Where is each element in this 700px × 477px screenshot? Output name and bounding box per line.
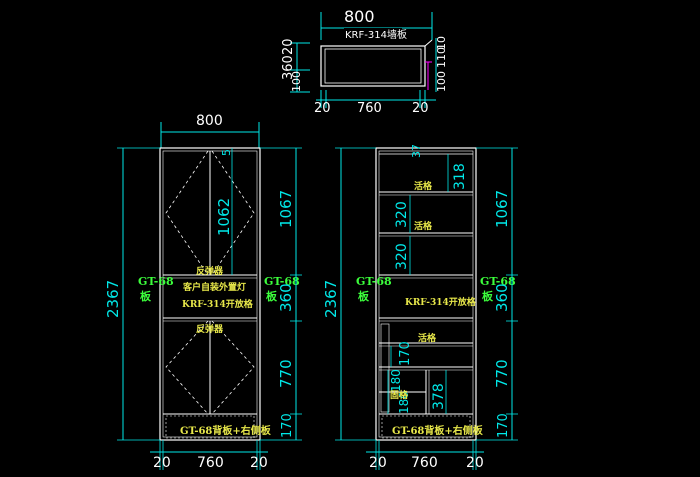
right-side-label: GT-68 xyxy=(264,275,300,288)
right-shelf-label2: 活格 xyxy=(414,220,433,232)
left-lower-label: 反弹器 xyxy=(196,323,224,335)
top-view-depth-left-sub: 20 xyxy=(281,38,296,55)
right-base-panel xyxy=(381,415,471,439)
left-base-label: GT-68背板+右侧板 xyxy=(180,424,272,437)
right-lower1: 170 xyxy=(398,341,413,366)
right-side-rail xyxy=(380,323,390,413)
top-view-depth-right-top: 10 xyxy=(435,36,448,50)
top-view-depth-left: 360 xyxy=(281,55,296,80)
right-elev-side-left2: 板 xyxy=(358,289,370,303)
right-elev-side-left: GT-68 xyxy=(356,275,392,288)
right-lower-shelf-label: 活格 xyxy=(418,332,437,344)
top-view-bottom-left: 20 xyxy=(314,101,331,116)
right-mid-label: KRF-314开放格 xyxy=(405,296,477,308)
left-inner-upper: 1062 xyxy=(215,198,233,236)
left-bottom-right: 20 xyxy=(250,455,268,471)
top-view-width-label: 800 xyxy=(344,7,375,26)
right-shelf2: 320 xyxy=(394,201,410,228)
right-lower3: 180 xyxy=(397,391,411,414)
right-cabinet-inner xyxy=(378,150,474,438)
right-seg-upper: 1067 xyxy=(493,190,511,228)
right-top-small: 37 xyxy=(410,144,423,158)
right-elev-side-right2: 板 xyxy=(482,289,494,303)
left-base-panel xyxy=(165,415,255,439)
right-lower2: 180 xyxy=(389,369,403,392)
right-side-label2: 板 xyxy=(266,289,278,303)
left-elevation: 800 1062 5 反弹器 客户自装外置灯 KRF-314开放格 反弹器 GT… xyxy=(104,113,302,471)
top-view-depth-right-mid: 110 xyxy=(435,47,448,68)
left-seg-mid: 360 xyxy=(277,283,295,312)
left-mid-label3: KRF-314开放格 xyxy=(182,298,254,310)
right-seg-mid: 360 xyxy=(493,283,511,312)
left-seg-base: 170 xyxy=(280,413,295,438)
left-door-swing xyxy=(165,320,209,415)
right-elevation: 37 318 320 320 170 180 180 378 活格 活格 KRF… xyxy=(322,144,518,471)
left-side-label: GT-68 xyxy=(138,275,174,288)
left-seg-lower: 770 xyxy=(277,359,295,388)
top-view-outline xyxy=(320,45,426,87)
left-seg-upper: 1067 xyxy=(277,190,295,228)
left-door-swing xyxy=(165,150,209,276)
title-bg xyxy=(344,28,402,40)
left-top-small: 5 xyxy=(220,149,233,156)
right-shelf-label1: 活格 xyxy=(414,180,433,192)
right-base-label: GT-68背板+右侧板 xyxy=(392,424,484,437)
right-lower4: 378 xyxy=(431,383,447,410)
right-seg-lower: 770 xyxy=(493,359,511,388)
right-cabinet-outline xyxy=(375,147,477,441)
right-total-height: 2367 xyxy=(322,280,340,318)
right-bottom-right: 20 xyxy=(466,455,484,471)
top-view-bottom-mid: 760 xyxy=(357,101,382,116)
top-view-bottom-right: 20 xyxy=(412,101,429,116)
top-view-title: KRF-314墙板 xyxy=(345,28,407,41)
left-bottom-mid: 760 xyxy=(197,455,224,471)
top-view-leader xyxy=(424,39,433,47)
top-view-depth-right-inner: 100 xyxy=(435,71,448,92)
top-view-inner-outline xyxy=(324,48,422,84)
left-mid-label1: 反弹器 xyxy=(196,265,224,277)
right-shelf3: 320 xyxy=(394,243,410,270)
left-bottom-left: 20 xyxy=(153,455,171,471)
top-view: 800 KRF-314墙板 360 20 100 10 110 100 20 7… xyxy=(281,7,448,116)
right-small-label: 固格 xyxy=(390,389,409,401)
left-cabinet-outline xyxy=(159,147,261,441)
right-bottom-left: 20 xyxy=(369,455,387,471)
right-elev-side-right: GT-68 xyxy=(480,275,516,288)
left-top-width: 800 xyxy=(196,113,223,129)
right-shelf1: 318 xyxy=(452,163,468,190)
left-side-label2: 板 xyxy=(140,289,152,303)
left-door-swing xyxy=(211,320,255,415)
right-bottom-mid: 760 xyxy=(411,455,438,471)
right-seg-base: 170 xyxy=(496,413,511,438)
left-mid-label2: 客户自装外置灯 xyxy=(182,281,246,293)
top-view-depth-left-inner: 100 xyxy=(290,71,303,92)
left-door-swing xyxy=(211,150,255,276)
left-total-height: 2367 xyxy=(104,280,122,318)
